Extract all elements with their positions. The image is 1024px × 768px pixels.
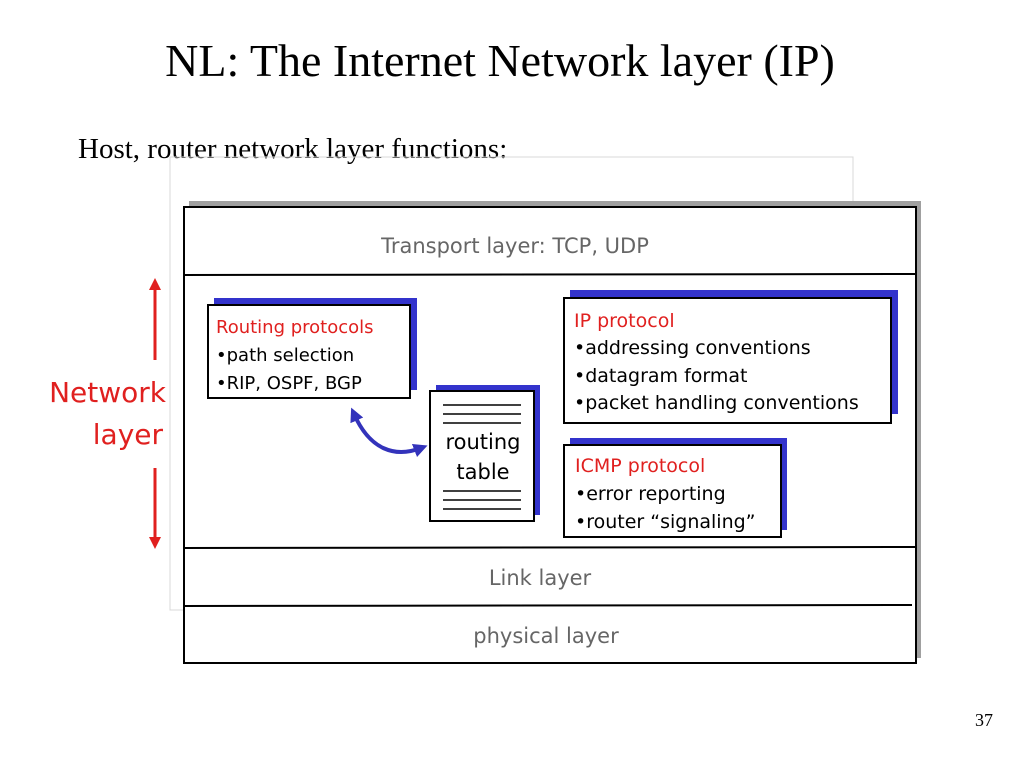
- routing-table-label-line2: table: [456, 460, 509, 484]
- icmp-protocol-item-2: •router “signaling”: [575, 511, 756, 533]
- routing-table-box: [429, 390, 535, 522]
- transport-divider: [183, 273, 917, 276]
- physical-layer-label: physical layer: [473, 624, 619, 648]
- network-layer-label-line1: Network: [49, 376, 167, 409]
- routing-protocols-item-2: •RIP, OSPF, BGP: [216, 373, 362, 394]
- routing-table-label-line1: routing: [445, 430, 520, 454]
- icmp-protocol-title: ICMP protocol: [575, 455, 705, 477]
- network-layer-label-line2: layer: [93, 418, 164, 451]
- icmp-protocol-item-1: •error reporting: [575, 483, 726, 505]
- routing-protocols-item-1: •path selection: [216, 345, 354, 366]
- ip-protocol-item-1: •addressing conventions: [574, 337, 811, 359]
- physical-divider: [183, 604, 913, 607]
- routing-protocols-title: Routing protocols: [216, 317, 374, 338]
- icmp-protocol-box: [563, 444, 782, 538]
- protocol-stack-box: [183, 206, 917, 664]
- routing-table-top-lines: [443, 404, 521, 424]
- page-number: 37: [975, 710, 993, 730]
- slide-title: NL: The Internet Network layer (IP): [165, 35, 835, 86]
- slide-subtitle: Host, router network layer functions:: [78, 133, 508, 165]
- link-divider: [183, 546, 917, 549]
- routing-protocols-box: [207, 304, 411, 399]
- link-layer-label: Link layer: [489, 566, 592, 590]
- ip-protocol-item-3: •packet handling conventions: [574, 392, 859, 414]
- ip-protocol-item-2: •datagram format: [574, 365, 747, 387]
- ip-protocol-box: [563, 297, 892, 424]
- routing-table-bottom-lines: [443, 490, 521, 510]
- ip-protocol-title: IP protocol: [574, 310, 675, 332]
- transport-layer-label: Transport layer: TCP, UDP: [380, 234, 649, 258]
- routing-interaction-arrow: [350, 407, 428, 458]
